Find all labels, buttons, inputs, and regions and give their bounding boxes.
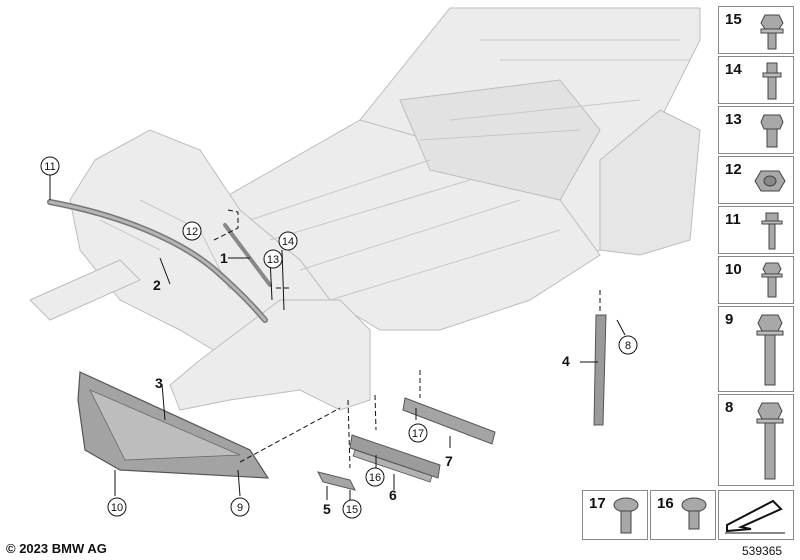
fastener-box-10[interactable]: 10 bbox=[718, 256, 794, 304]
dashed-leader-lines bbox=[213, 209, 601, 469]
label-6[interactable]: 6 bbox=[389, 487, 397, 503]
hex-nut-icon bbox=[754, 170, 786, 192]
label-5[interactable]: 5 bbox=[323, 501, 331, 517]
fastener-box-12[interactable]: 12 bbox=[718, 156, 794, 204]
callout-14[interactable]: 14 bbox=[278, 231, 298, 251]
svg-text:16: 16 bbox=[369, 472, 381, 484]
svg-text:17: 17 bbox=[412, 428, 424, 440]
fastener-box-13[interactable]: 13 bbox=[718, 106, 794, 154]
callout-13[interactable]: 13 bbox=[263, 249, 283, 269]
leader-lines bbox=[49, 175, 626, 500]
label-4[interactable]: 4 bbox=[562, 353, 570, 369]
direction-arrow-box bbox=[718, 490, 794, 540]
label-2[interactable]: 2 bbox=[153, 277, 161, 293]
diagram-id: 539365 bbox=[742, 544, 783, 558]
vehicle-body-shell bbox=[29, 7, 701, 411]
fastener-number: 15 bbox=[725, 11, 742, 28]
fastener-box-9[interactable]: 9 bbox=[718, 306, 794, 392]
forward-direction-arrow-icon bbox=[725, 499, 785, 534]
fastener-number: 11 bbox=[725, 211, 741, 228]
fastener-number: 12 bbox=[725, 161, 742, 178]
svg-text:13: 13 bbox=[267, 254, 279, 266]
svg-text:8: 8 bbox=[625, 340, 631, 352]
fastener-box-16[interactable]: 16 bbox=[650, 490, 716, 540]
fastener-number: 17 bbox=[589, 495, 606, 512]
callout-8[interactable]: 8 bbox=[618, 335, 638, 355]
copyright-notice: © 2023 BMW AG bbox=[6, 541, 107, 556]
label-1[interactable]: 1 bbox=[220, 250, 228, 266]
svg-text:15: 15 bbox=[346, 504, 358, 516]
fastener-number: 16 bbox=[657, 495, 674, 512]
fastener-box-8[interactable]: 8 bbox=[718, 394, 794, 486]
fastener-number: 8 bbox=[725, 399, 734, 416]
svg-text:11: 11 bbox=[44, 161, 55, 173]
callout-11[interactable]: 11 bbox=[40, 156, 60, 176]
long-hex-bolt-icon bbox=[756, 402, 784, 480]
torx-bolt-icon bbox=[761, 212, 783, 250]
callout-16[interactable]: 16 bbox=[365, 467, 385, 487]
fastener-box-14[interactable]: 14 bbox=[718, 56, 794, 104]
fastener-number: 14 bbox=[725, 61, 742, 78]
callout-9[interactable]: 9 bbox=[230, 497, 250, 517]
svg-text:10: 10 bbox=[111, 502, 123, 514]
flange-bolt-icon bbox=[760, 14, 784, 50]
callout-17[interactable]: 17 bbox=[408, 423, 428, 443]
stud-bolt-icon bbox=[762, 62, 782, 100]
callout-15[interactable]: 15 bbox=[342, 499, 362, 519]
rail-6-part bbox=[349, 434, 441, 479]
svg-text:9: 9 bbox=[237, 502, 243, 514]
fastener-box-15[interactable]: 15 bbox=[718, 6, 794, 54]
fastener-number: 9 bbox=[725, 311, 734, 328]
svg-text:12: 12 bbox=[186, 226, 198, 238]
long-flange-bolt-icon bbox=[756, 314, 784, 386]
label-3[interactable]: 3 bbox=[155, 375, 163, 391]
callout-12[interactable]: 12 bbox=[182, 221, 202, 241]
callout-10[interactable]: 10 bbox=[107, 497, 127, 517]
fastener-box-17[interactable]: 17 bbox=[582, 490, 648, 540]
vertical-strut-part bbox=[593, 314, 607, 426]
body-detail-lines bbox=[99, 39, 690, 301]
tension-strut-part bbox=[223, 223, 272, 287]
torx-screw-icon bbox=[613, 497, 639, 534]
label-7[interactable]: 7 bbox=[445, 453, 453, 469]
fastener-box-11[interactable]: 11 bbox=[718, 206, 794, 254]
pan-head-screw-icon bbox=[681, 497, 707, 530]
bracket-5-part bbox=[317, 471, 356, 491]
fastener-number: 13 bbox=[725, 111, 742, 128]
fastener-number: 10 bbox=[725, 261, 742, 278]
svg-text:14: 14 bbox=[282, 236, 294, 248]
short-bolt-icon bbox=[761, 262, 783, 298]
rail-7-part bbox=[402, 397, 496, 445]
hex-bolt-icon bbox=[760, 114, 784, 148]
